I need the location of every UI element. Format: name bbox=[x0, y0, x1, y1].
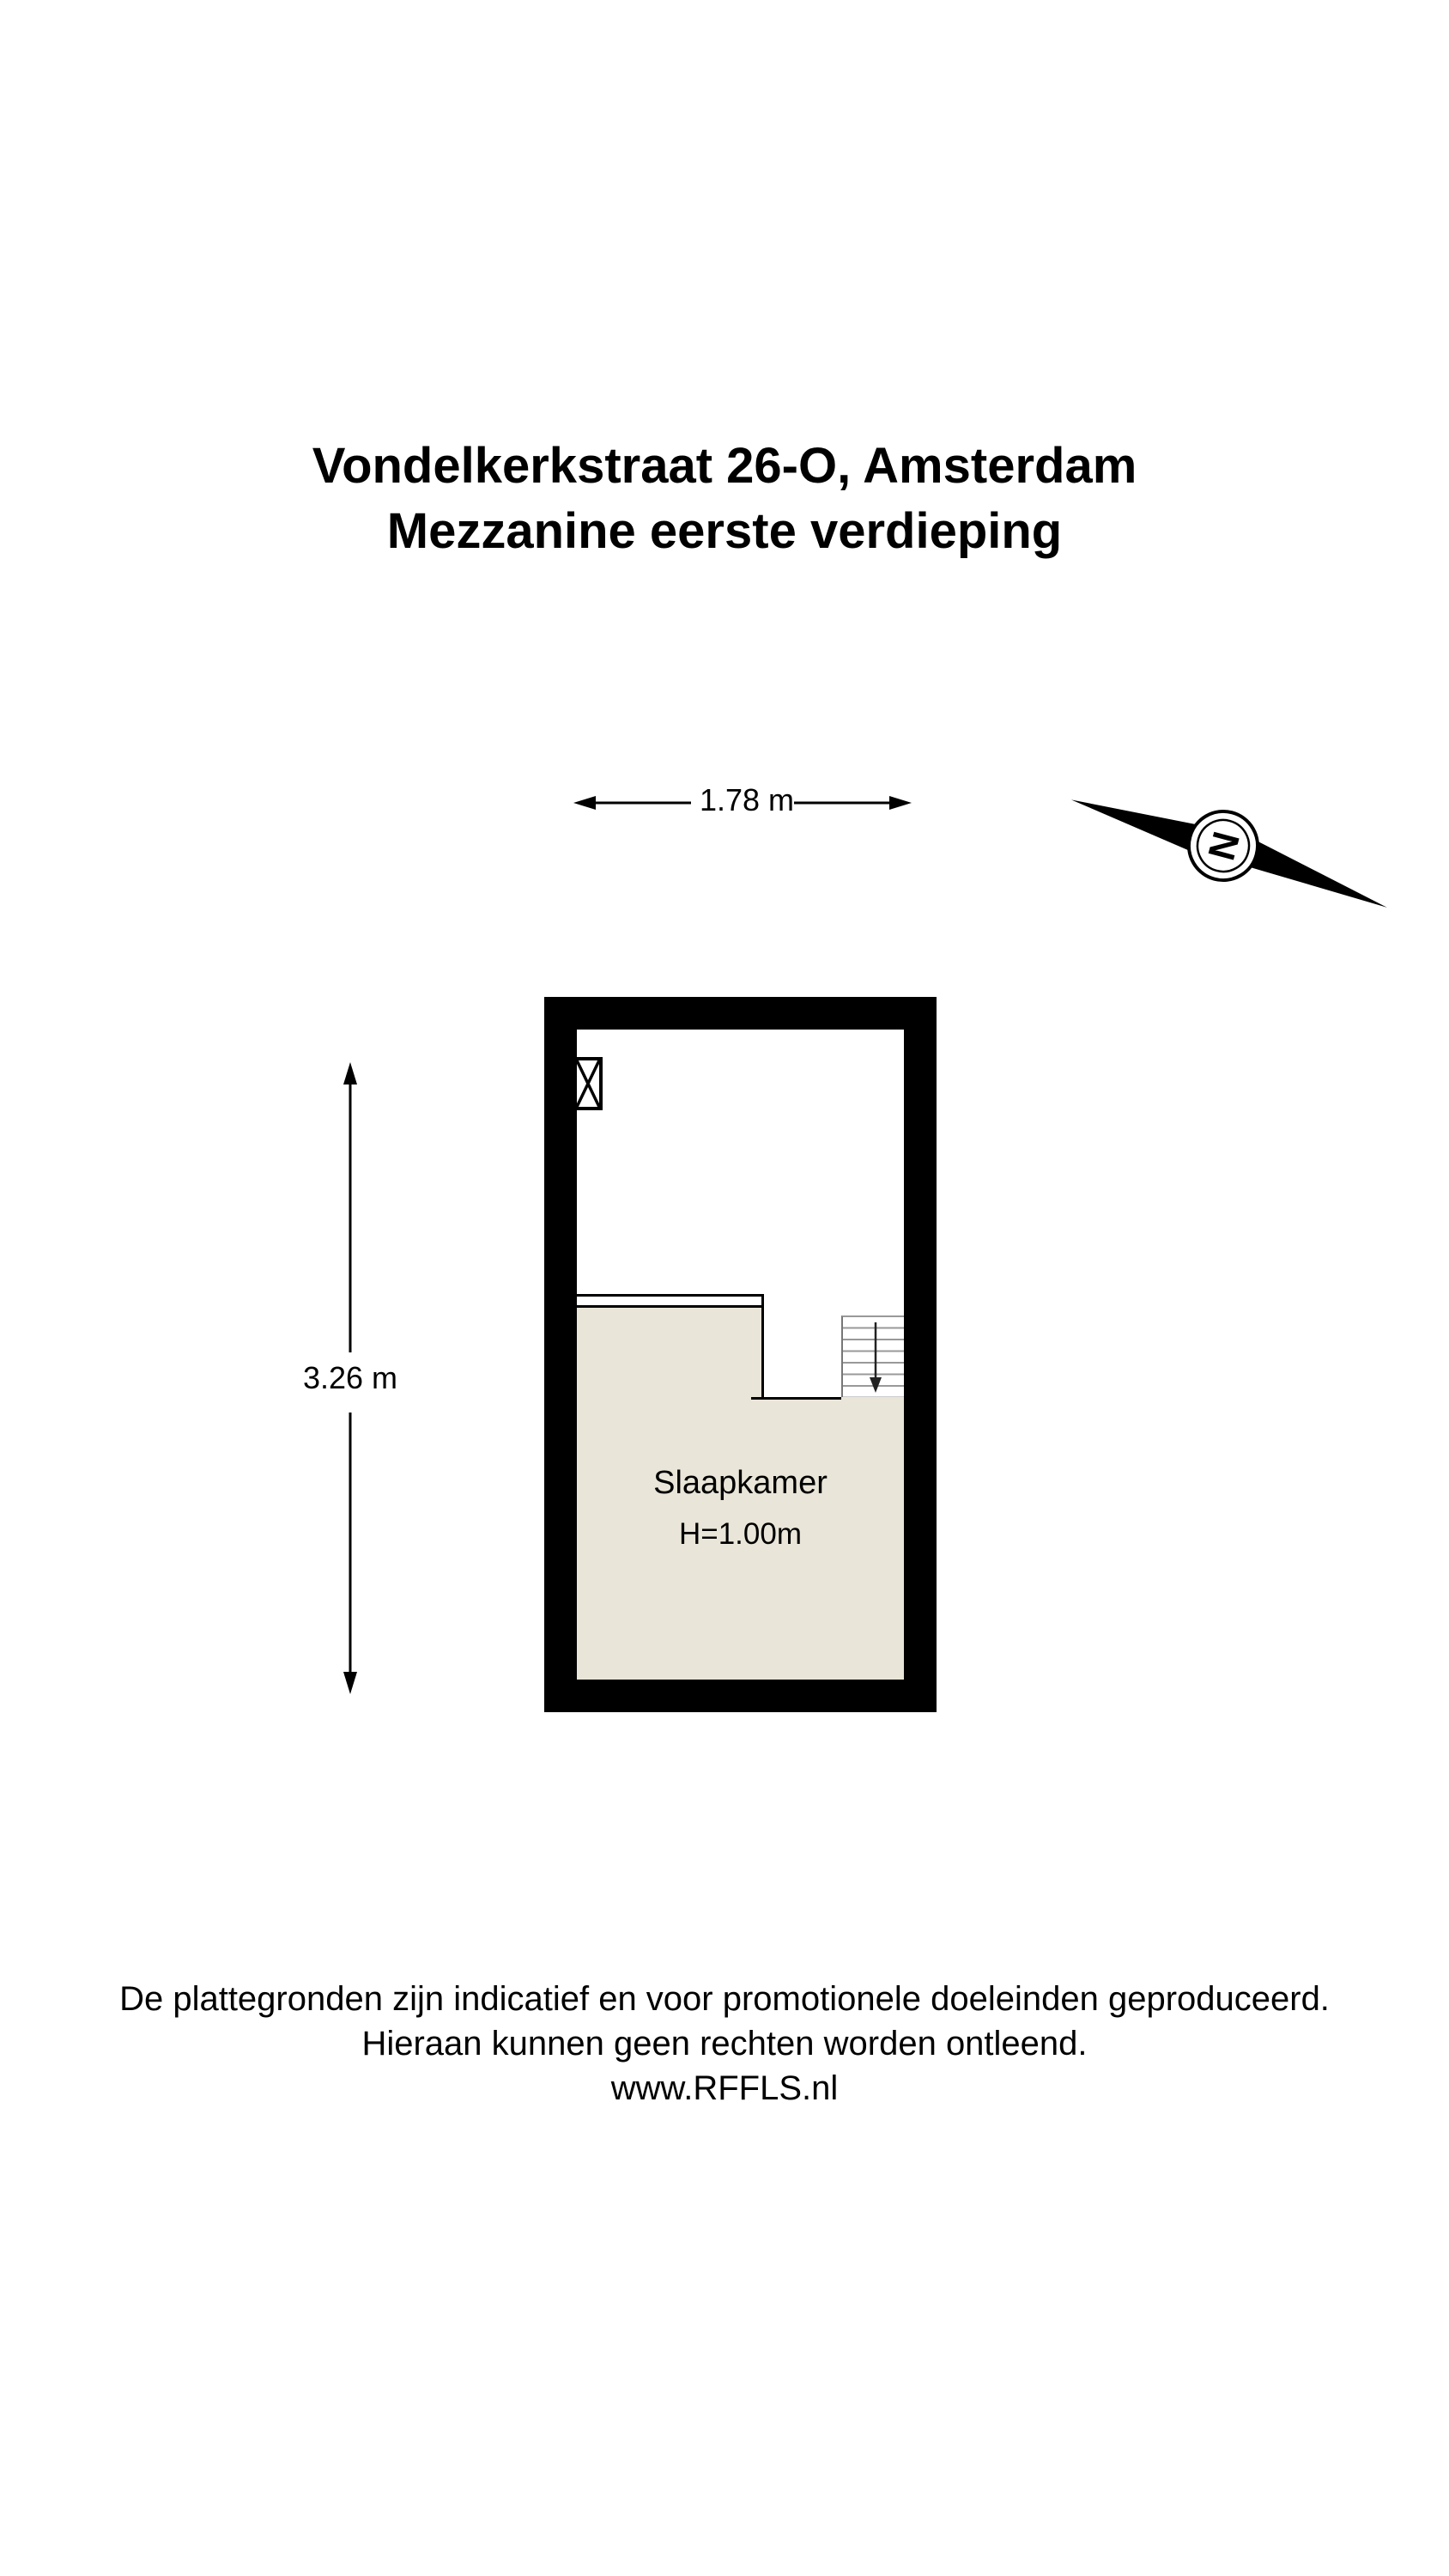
room-name: Slaapkamer bbox=[653, 1465, 828, 1501]
disclaimer-line-2: Hieraan kunnen geen rechten worden ontle… bbox=[361, 2025, 1088, 2063]
slaapkamer-floor-right bbox=[764, 1397, 904, 1680]
shaft-icon bbox=[573, 1057, 603, 1110]
footer-disclaimer: De plattegronden zijn indicatief en voor… bbox=[0, 1977, 1449, 2111]
width-dimension-arrow bbox=[573, 796, 912, 810]
disclaimer-line-1: De plattegronden zijn indicatief en voor… bbox=[119, 1980, 1330, 2018]
height-dimension-label: 3.26 m bbox=[302, 1360, 398, 1395]
slaapkamer-floor-left bbox=[577, 1308, 764, 1680]
title-address: Vondelkerkstraat 26-O, Amsterdam bbox=[312, 438, 1137, 494]
room-label-group: Slaapkamer H=1.00m bbox=[577, 1464, 904, 1552]
page-title: Vondelkerkstraat 26-O, Amsterdam Mezzani… bbox=[0, 434, 1449, 564]
compass-north-icon: N bbox=[1070, 799, 1387, 908]
room-ceiling-height: H=1.00m bbox=[679, 1517, 802, 1551]
floor-edge-line-vertical bbox=[761, 1294, 764, 1400]
stairs-down-arrow-icon bbox=[870, 1322, 882, 1393]
height-dimension-arrow bbox=[343, 1062, 357, 1694]
width-dimension-label: 1.78 m bbox=[699, 782, 795, 817]
mezzanine-edge-railing bbox=[577, 1294, 764, 1308]
title-floor: Mezzanine eerste verdieping bbox=[386, 503, 1063, 559]
footer-website: www.RFFLS.nl bbox=[610, 2069, 839, 2107]
floor-edge-line-horizontal bbox=[751, 1397, 841, 1400]
